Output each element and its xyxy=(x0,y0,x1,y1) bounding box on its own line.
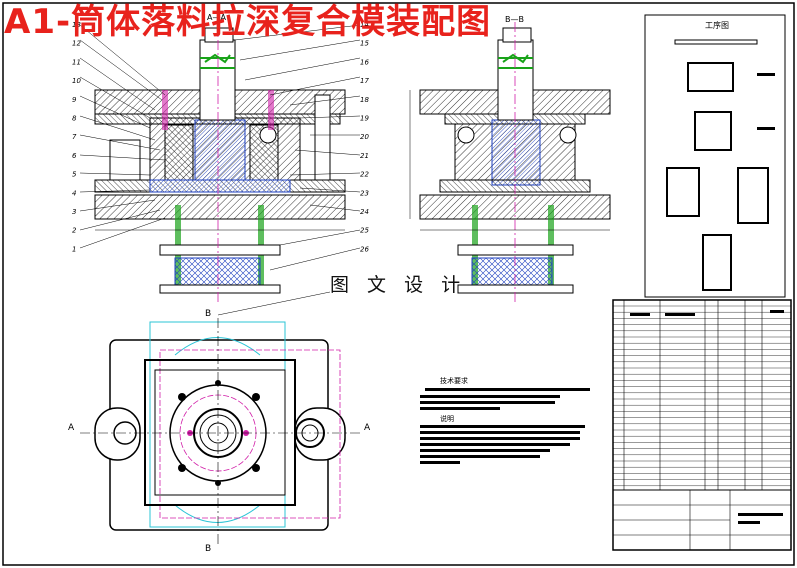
plan-label-b-bottom: B xyxy=(205,544,211,554)
watermark-text: 图 文 设 计 xyxy=(330,274,467,296)
notes-tech-req-heading: 技术要求 xyxy=(440,376,468,385)
part-number-label: 18 xyxy=(360,96,369,104)
part-number-label: 2 xyxy=(72,227,77,235)
process-panel xyxy=(644,14,786,298)
part-number-label: 9 xyxy=(72,96,77,104)
part-number-label: 11 xyxy=(72,58,81,66)
part-number-label: 3 xyxy=(72,208,76,216)
part-number-label: 24 xyxy=(360,208,369,216)
drawing-title: A1-筒体落料拉深复合模装配图 xyxy=(4,2,492,42)
part-number-label: 5 xyxy=(72,171,77,179)
section-label-aa: A—A xyxy=(207,13,226,22)
part-number-label: 7 xyxy=(72,133,77,141)
part-number-label: 16 xyxy=(360,58,369,66)
part-number-label: 23 xyxy=(360,189,369,197)
part-number-label: 25 xyxy=(360,227,369,235)
leader-lines-right xyxy=(234,24,361,271)
plan-label-a-right: A xyxy=(364,423,371,433)
part-number-label: 15 xyxy=(360,40,369,48)
notes-block xyxy=(420,388,590,464)
part-number-label: 10 xyxy=(72,77,81,85)
part-number-label: 21 xyxy=(360,152,369,160)
part-number-label: 4 xyxy=(72,189,76,197)
plan-view xyxy=(80,291,360,545)
part-number-label: 17 xyxy=(360,77,369,85)
part-number-label: 1 xyxy=(72,245,76,253)
part-number-label: 14 xyxy=(360,21,369,29)
part-number-label: 8 xyxy=(72,115,77,123)
section-label-bb: B—B xyxy=(505,15,524,24)
section-view-bb xyxy=(409,22,611,305)
part-number-label: 6 xyxy=(72,152,77,160)
section-view-aa xyxy=(94,22,346,305)
plan-label-b-top: B xyxy=(205,309,211,319)
plan-label-a-left: A xyxy=(68,423,75,433)
part-number-label: 22 xyxy=(360,171,369,179)
part-number-label: 19 xyxy=(360,115,369,123)
part-number-label: 13 xyxy=(72,21,81,29)
leader-lines-left xyxy=(79,24,166,249)
notes-heading: 说明 xyxy=(440,414,454,423)
part-number-label: 26 xyxy=(360,245,369,253)
part-number-label: 12 xyxy=(72,40,81,48)
part-number-label: 20 xyxy=(360,133,369,141)
process-panel-title: 工序图 xyxy=(705,21,729,30)
parts-list-table xyxy=(612,299,792,551)
